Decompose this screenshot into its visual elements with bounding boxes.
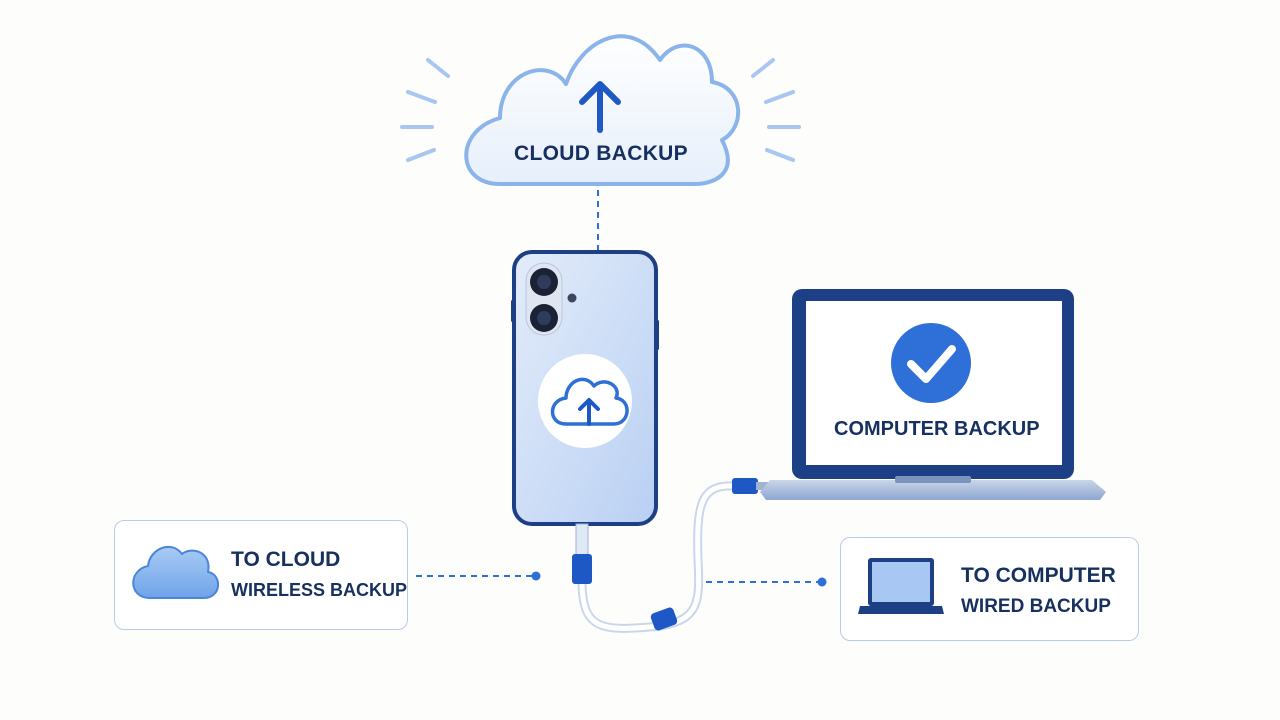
right-connector-dot: [817, 577, 827, 587]
laptop-icon: [858, 558, 944, 614]
cloud-icon: [132, 545, 219, 599]
computer-backup-label: COMPUTER BACKUP: [834, 418, 1040, 440]
upload-arrow-icon: [579, 81, 621, 133]
usb-cable: [572, 478, 768, 633]
left-connector-dot: [531, 571, 541, 581]
phone-device: [511, 250, 659, 526]
camera-module: [525, 262, 577, 336]
cable-ferrite: [650, 607, 678, 631]
phone-upload-badge: [538, 354, 632, 448]
to-cloud-title: TO CLOUD: [231, 548, 341, 571]
laptop-connector-plug: [732, 478, 758, 494]
cloud-backup-label: CLOUD BACKUP: [514, 142, 688, 165]
to-cloud-subtitle: WIRELESS BACKUP: [231, 580, 408, 600]
laptop-device: [760, 289, 1106, 500]
signal-rays-right: [751, 58, 801, 162]
signal-rays-left: [400, 58, 450, 162]
to-computer-title: TO COMPUTER: [961, 564, 1116, 587]
checkmark-icon: [891, 323, 971, 403]
cloud-backup-node: [400, 34, 801, 186]
to-computer-subtitle: WIRED BACKUP: [961, 596, 1111, 617]
